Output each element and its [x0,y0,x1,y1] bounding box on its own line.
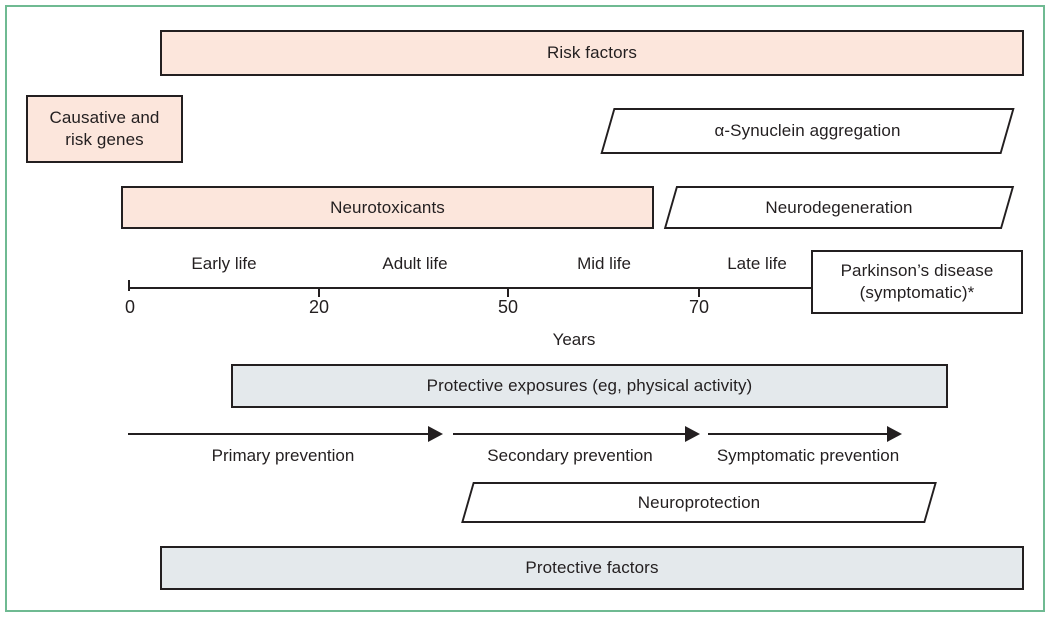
timeline-tick-label-70: 70 [688,297,710,317]
synuclein-label: α-Synuclein aggregation [714,121,901,140]
timeline-axis-line [128,287,963,289]
protective-factors-band: Protective factors [160,546,1024,590]
primary-prevention-arrow-shaft [128,433,430,435]
neurotoxicants-label: Neurotoxicants [330,197,445,217]
symptomatic-prevention-arrow-shaft [708,433,887,435]
era-label-early-life: Early life [191,254,257,273]
symptomatic-prevention-label: Symptomatic prevention [716,446,900,465]
neurotoxicants-box: Neurotoxicants [121,186,654,229]
secondary-prevention-arrow-head [685,426,700,442]
timeline-tick-label-0: 0 [124,297,136,317]
timeline-tick-0 [128,280,130,291]
primary-prevention-label: Primary prevention [211,446,355,465]
risk-factors-band: Risk factors [160,30,1024,76]
figure-border [5,5,1045,612]
era-label-late-life: Late life [727,254,787,273]
era-label-adult-life: Adult life [382,254,448,273]
risk-factors-label: Risk factors [547,43,637,63]
parkinsons-disease-box: Parkinson’s disease (symptomatic)* [811,250,1023,314]
neurodegeneration-label-wrap: Neurodegeneration [670,186,1008,229]
timeline-tick-20 [318,288,320,297]
neuroprotection-shape: Neuroprotection [461,482,937,523]
protective-exposures-label: Protective exposures (eg, physical activ… [426,376,753,396]
neurodegeneration-label: Neurodegeneration [765,197,913,217]
protective-factors-label: Protective factors [525,558,659,578]
secondary-prevention-label: Secondary prevention [487,446,653,465]
causative-genes-line2: risk genes [65,130,144,149]
timeline-tick-label-20: 20 [308,297,330,317]
symptomatic-prevention-arrow-head [887,426,902,442]
timeline-tick-70 [698,288,700,297]
synuclein-aggregation-shape: α-Synuclein aggregation [600,108,1015,154]
era-label-mid-life: Mid life [577,254,631,273]
synuclein-label-wrap: α-Synuclein aggregation [607,108,1008,154]
causative-risk-genes-box: Causative and risk genes [26,95,183,163]
protective-exposures-box: Protective exposures (eg, physical activ… [231,364,948,408]
causative-genes-line1: Causative and [49,108,160,128]
parkinsons-line2: (symptomatic)* [859,283,975,302]
timeline-axis-title: Years [552,330,596,349]
parkinsons-line1: Parkinson’s disease [840,261,994,281]
neuroprotection-label: Neuroprotection [637,492,761,512]
neurodegeneration-shape: Neurodegeneration [663,186,1015,229]
secondary-prevention-arrow-shaft [453,433,685,435]
neuroprotection-label-wrap: Neuroprotection [467,482,931,523]
timeline-tick-50 [507,288,509,297]
timeline-tick-label-50: 50 [497,297,519,317]
primary-prevention-arrow-head [428,426,443,442]
